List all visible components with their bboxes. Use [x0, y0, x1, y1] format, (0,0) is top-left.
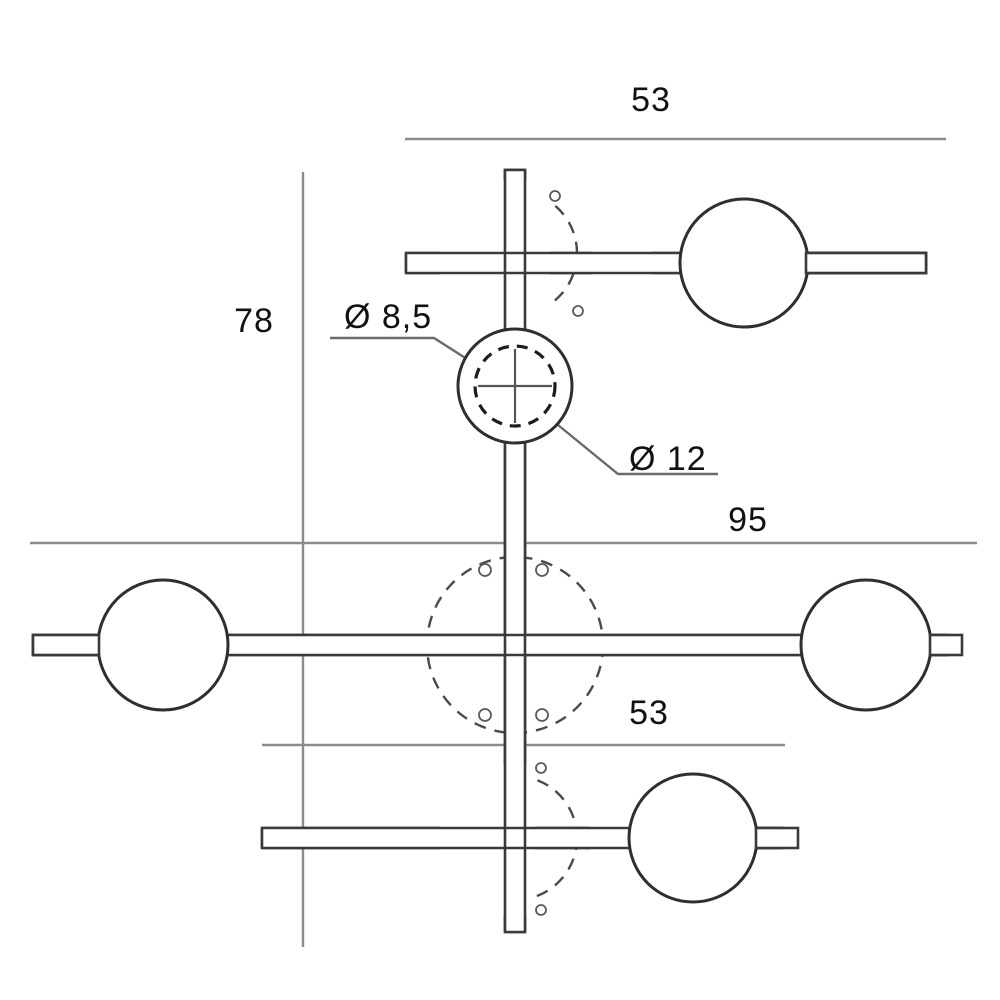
- label-left-78: 78: [234, 302, 274, 340]
- mask-vertical-bar-strip: [506, 171, 524, 931]
- small-hole-bottom-lower: [535, 904, 547, 916]
- node-right-circle: [799, 578, 933, 712]
- junction-middle: [507, 637, 523, 653]
- junction-clearing: [507, 255, 523, 846]
- label-diameter-12: Ø 12: [629, 440, 707, 478]
- stub-left-outer: [31, 633, 101, 657]
- center-hole-detail: [456, 327, 574, 445]
- label-bottom-53: 53: [629, 694, 669, 732]
- node-stubs: [31, 251, 964, 850]
- small-hole-mid-ne: [535, 563, 549, 577]
- stub-top-right: [804, 251, 928, 275]
- dashed-masks: [34, 171, 947, 931]
- small-hole-top-lower: [572, 305, 584, 317]
- small-hole-top-upper: [549, 190, 561, 202]
- label-top-53: 53: [631, 81, 671, 119]
- node-circles: [96, 197, 933, 904]
- small-hole-bottom-upper: [535, 762, 547, 774]
- hole-inner-dashed-circle: [473, 344, 557, 428]
- label-overall-95: 95: [728, 501, 768, 539]
- small-hole-mid-nw: [478, 563, 492, 577]
- stub-right-outer: [928, 633, 964, 657]
- mask-middle-bar-strip: [34, 636, 947, 654]
- junction-bottom: [507, 830, 523, 846]
- leader-diameter-12: [557, 424, 718, 476]
- small-hole-markers: [478, 190, 584, 916]
- junction-top: [507, 255, 523, 271]
- stub-bottom-right: [754, 826, 800, 850]
- label-diameter-8-5: Ø 8,5: [344, 298, 432, 336]
- leader-diameter-8-5: [330, 336, 482, 370]
- node-top-right-circle: [678, 197, 810, 329]
- node-bottom-right-circle: [627, 772, 759, 904]
- small-hole-mid-se: [535, 708, 549, 722]
- small-hole-mid-sw: [478, 708, 492, 722]
- node-left-circle: [96, 578, 230, 712]
